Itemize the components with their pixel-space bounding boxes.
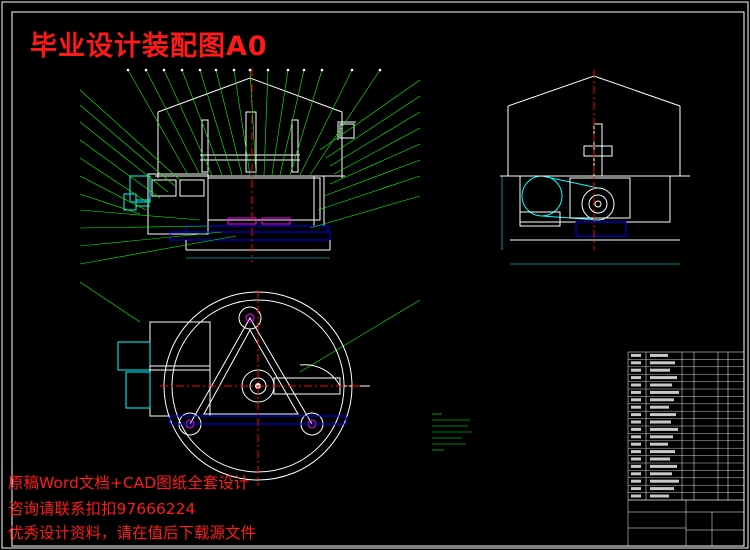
table-cell-text — [631, 487, 641, 491]
table-cell-text — [631, 383, 641, 387]
table-cell-text — [631, 398, 641, 402]
table-cell-text — [650, 487, 674, 491]
table-cell-text — [650, 479, 679, 483]
footer-line-2: 咨询请联系扣扣97666224 — [8, 500, 196, 518]
table-cell-text — [650, 494, 669, 498]
table-cell-text — [631, 420, 641, 424]
side-view — [500, 70, 690, 265]
table-cell-text — [631, 464, 641, 468]
footer-line-1: 原稿Word文档+CAD图纸全套设计 — [8, 474, 250, 492]
table-cell-text — [631, 479, 641, 483]
table-cell-text — [631, 435, 641, 439]
table-cell-text — [650, 383, 672, 387]
table-cell-text — [631, 353, 641, 357]
table-cell-text — [650, 450, 675, 454]
title-block — [628, 499, 744, 546]
table-cell-text — [650, 353, 668, 357]
table-cell-text — [650, 427, 678, 431]
inner-border — [11, 11, 745, 547]
table-cell-text — [631, 472, 641, 476]
tech-notes — [432, 413, 472, 451]
table-cell-text — [631, 390, 641, 394]
table-cell-text — [631, 442, 641, 446]
table-cell-text — [650, 420, 671, 424]
table-cell-text — [650, 464, 677, 468]
front-view — [79, 68, 421, 373]
parts-list-text — [631, 353, 679, 498]
table-cell-text — [631, 427, 641, 431]
table-cell-text — [650, 368, 670, 372]
table-cell-text — [650, 457, 670, 461]
table-cell-text — [631, 368, 641, 372]
table-cell-text — [631, 494, 641, 498]
table-cell-text — [650, 413, 676, 417]
table-cell-text — [631, 361, 641, 365]
table-cell-text — [650, 361, 675, 365]
table-cell-text — [650, 472, 672, 476]
top-view — [117, 290, 370, 486]
table-cell-text — [650, 398, 674, 402]
table-cell-text — [650, 405, 669, 409]
table-cell-text — [631, 457, 641, 461]
footer-line-3: 优秀设计资料，请在值后下载源文件 — [8, 524, 257, 542]
table-cell-text — [631, 450, 641, 454]
table-cell-text — [650, 376, 677, 380]
table-cell-text — [631, 405, 641, 409]
table-cell-text — [650, 390, 679, 394]
drawing-title: 毕业设计装配图A0 — [30, 31, 268, 62]
table-cell-text — [631, 413, 641, 417]
table-cell-text — [650, 435, 673, 439]
table-cell-text — [631, 376, 641, 380]
table-cell-text — [650, 442, 668, 446]
